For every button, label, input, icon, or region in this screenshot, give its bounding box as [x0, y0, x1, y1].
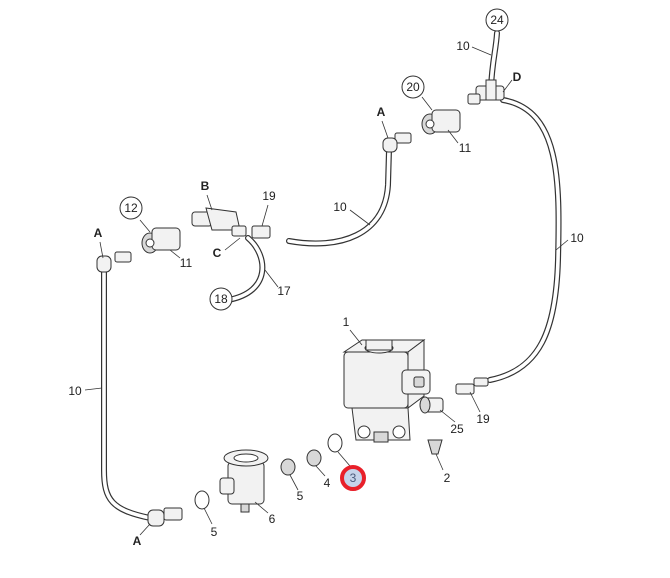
- label-b[interactable]: B: [201, 179, 210, 193]
- label-10[interactable]: 10: [456, 39, 470, 53]
- label-1[interactable]: 1: [343, 315, 350, 329]
- elbow-fitting-b: [191, 207, 247, 237]
- label-5[interactable]: 5: [297, 489, 304, 503]
- label-c[interactable]: C: [213, 246, 222, 260]
- strainer-6: [219, 449, 269, 513]
- label-19[interactable]: 19: [476, 412, 490, 426]
- label-19[interactable]: 19: [262, 189, 276, 203]
- fitting-5-mid: [280, 458, 296, 476]
- callout-text: 3: [350, 471, 357, 485]
- solenoid-valve-1: [342, 339, 431, 443]
- label-a[interactable]: A: [94, 226, 103, 240]
- label-11[interactable]: 11: [459, 141, 472, 155]
- connector: [394, 132, 412, 144]
- fitting-25: [419, 396, 444, 414]
- label-5[interactable]: 5: [211, 525, 218, 539]
- callout-text: 12: [124, 201, 138, 215]
- label-a[interactable]: A: [133, 534, 142, 548]
- label-25[interactable]: 25: [450, 422, 464, 436]
- callout-text: 24: [490, 13, 504, 27]
- tubes: [101, 30, 562, 521]
- fitting-4: [306, 449, 322, 467]
- label-2[interactable]: 2: [444, 471, 451, 485]
- callout-12[interactable]: 12: [119, 196, 143, 220]
- label-4[interactable]: 4: [324, 476, 331, 490]
- plug-2: [427, 439, 443, 455]
- connector: [467, 93, 481, 105]
- elbow-a-top: [382, 137, 398, 153]
- callout-text: 20: [406, 80, 420, 94]
- label-d[interactable]: D: [513, 70, 522, 84]
- callout-3-highlighted[interactable]: 3: [340, 465, 366, 491]
- connector: [114, 251, 132, 263]
- clamp-11-top: [421, 109, 461, 135]
- callout-24[interactable]: 24: [485, 8, 509, 32]
- label-10[interactable]: 10: [68, 384, 82, 398]
- tee-fitting-d: [475, 79, 505, 101]
- label-6[interactable]: 6: [269, 512, 276, 526]
- tube-17: [225, 235, 266, 303]
- fitting-19-right: [455, 377, 489, 395]
- label-11[interactable]: 11: [180, 256, 193, 270]
- tube-left: [101, 269, 153, 521]
- callout-20[interactable]: 20: [401, 75, 425, 99]
- connector-19-top: [251, 225, 271, 239]
- label-10[interactable]: 10: [333, 200, 347, 214]
- leader-lines: [84, 46, 569, 536]
- clamp-11-left: [141, 227, 181, 254]
- tube-right: [487, 97, 562, 383]
- callout-text: 18: [214, 292, 228, 306]
- tube-middle: [286, 147, 392, 247]
- callout-18[interactable]: 18: [209, 287, 233, 311]
- fittings: [96, 79, 505, 527]
- elbow-a-bottom: [147, 507, 183, 527]
- seal-3: [327, 433, 343, 453]
- seal-5-bottom: [194, 490, 210, 510]
- label-17[interactable]: 17: [277, 284, 291, 298]
- label-a[interactable]: A: [377, 105, 386, 119]
- elbow-a-left: [96, 255, 112, 273]
- label-10[interactable]: 10: [570, 231, 584, 245]
- labels: 10 D 11 A 10 B 19 A 11 C 17 10 1 25 19 1…: [68, 39, 584, 548]
